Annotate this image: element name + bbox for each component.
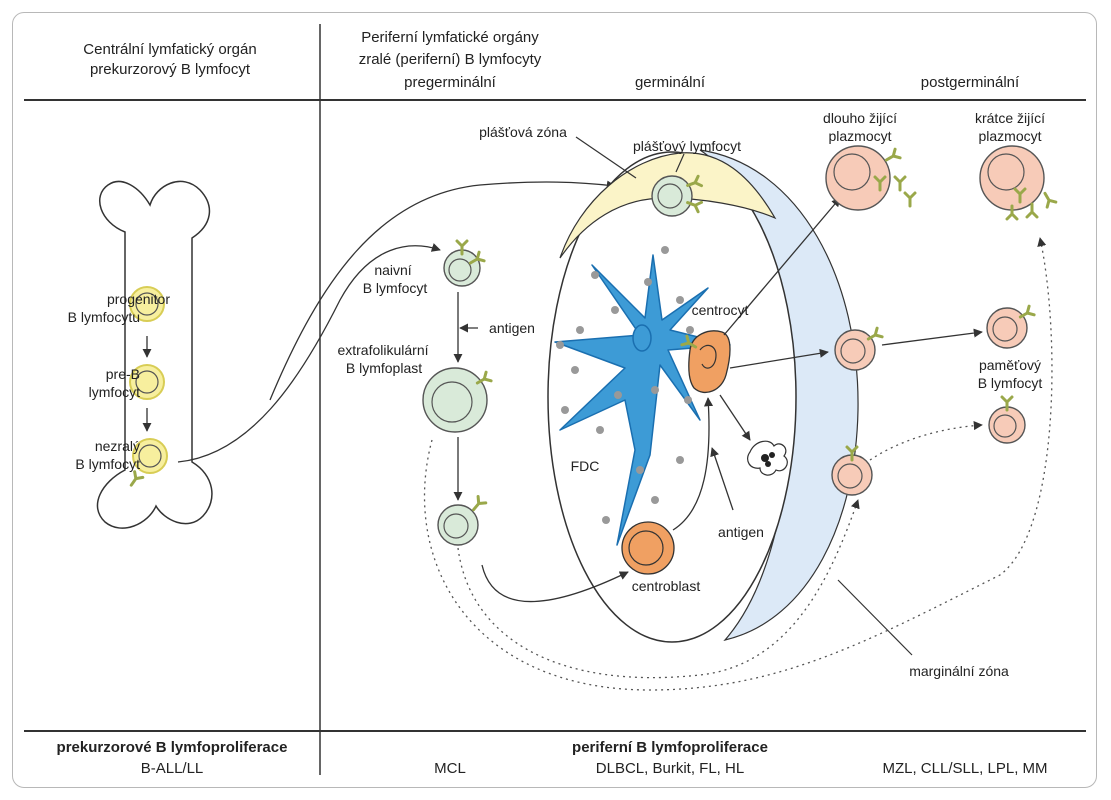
footer-pregerminal-items: MCL: [434, 760, 466, 777]
centrocyte-cell: [680, 330, 731, 393]
label-progenitor-2: B lymfocytu: [67, 309, 140, 325]
header-peripheral-line1: Periferní lymfatické orgány: [361, 29, 539, 46]
lymphoblast-cell-2: [437, 494, 488, 546]
bone-outline: [96, 180, 213, 529]
label-immature: nezralý: [94, 438, 140, 454]
long-lived-plasma-cell: [825, 145, 917, 211]
pre-b-cell: [129, 364, 165, 400]
arrow-centrocyte-marginal: [729, 348, 829, 369]
germinal-center: [547, 151, 797, 643]
memory-b-cell-2: [988, 395, 1026, 444]
arrow-to-mantle-lymphocyte: [269, 180, 616, 401]
arrow-centroblast-to-centrocyte: [672, 397, 714, 531]
label-short-lived: krátce žijící: [974, 110, 1045, 126]
header-pregerminal: pregerminální: [404, 74, 496, 91]
header-peripheral-line2: zralé (periferní) B lymfocyty: [358, 51, 542, 68]
extrafollicular-lymphoblast-cell: [422, 367, 493, 433]
footer-peripheral-title: periferní B lymfoproliferace: [572, 739, 768, 756]
dotted-path-3: [869, 421, 983, 461]
memory-b-cell: [986, 304, 1036, 349]
dotted-path-1: [423, 237, 1053, 691]
arrow-centrocyte-apoptosis: [719, 394, 751, 441]
label-preb-2: lymfocyt: [88, 384, 140, 400]
arrow-antigen-2: [710, 447, 734, 511]
label-centroblast: centroblast: [631, 578, 701, 594]
mantle-lymphocyte-cell: [651, 174, 704, 217]
header-central-line2: prekurzorový B lymfocyt: [89, 61, 251, 78]
centroblast-cell: [621, 521, 675, 575]
arrow-cell-to-centroblast: [481, 564, 629, 603]
label-memory-2: B lymfocyt: [977, 375, 1043, 391]
label-long-lived: dlouho žijící: [823, 110, 897, 126]
pointer-mantle-zone: [575, 136, 637, 179]
immature-b-cell: [125, 438, 168, 490]
label-fdc: FDC: [570, 458, 600, 474]
label-preb: pre-B: [105, 366, 140, 382]
label-marginal-zone: marginální zóna: [909, 663, 1009, 679]
header-central-line1: Centrální lymfatický orgán: [83, 41, 257, 58]
footer-precursor-title: prekurzorové B lymfoproliferace: [56, 739, 288, 756]
arrow-marginal-memory: [881, 328, 983, 346]
header-germinal: germinální: [634, 74, 706, 91]
pointer-marginal-zone: [837, 579, 913, 656]
label-antigen-1: antigen: [489, 320, 535, 336]
pointer-mantle-lymphocyte: [675, 153, 685, 173]
mantle-zone: [559, 152, 777, 259]
label-extrafollicular: extrafolikulární: [337, 342, 429, 358]
arrow-bone-to-naive: [177, 243, 441, 463]
label-naive: naivní: [374, 262, 412, 278]
label-centrocyte: centrocyt: [691, 302, 749, 318]
label-mantle-lymphocyte: plášťový lymfocyt: [633, 138, 741, 154]
apoptotic-cell-icon: [747, 440, 788, 476]
footer-postgerminal-items: MZL, CLL/SLL, LPL, MM: [882, 760, 1048, 777]
label-progenitor: progenitor: [106, 291, 170, 307]
marginal-zone-cell-2: [831, 445, 873, 496]
arrow-centrocyte-plasma: [723, 197, 841, 336]
label-short-lived-2: plazmocyt: [978, 128, 1042, 144]
marginal-zone-cell: [834, 326, 884, 371]
fdc-dendritic-cell: [554, 246, 731, 546]
progenitor-cell: [129, 286, 165, 322]
label-naive-2: B lymfocyt: [362, 280, 428, 296]
label-immature-2: B lymfocyt: [75, 456, 140, 472]
short-lived-plasma-cell: [979, 145, 1058, 221]
footer-precursor-items: B-ALL/LL: [140, 760, 204, 777]
footer-germinal-items: DLBCL, Burkit, FL, HL: [595, 760, 745, 777]
label-antigen-2: antigen: [718, 524, 764, 540]
label-mantle-zone: plášťová zóna: [479, 124, 567, 140]
naive-b-cell: [443, 239, 486, 287]
dotted-path-2: [457, 499, 860, 679]
label-long-lived-2: plazmocyt: [828, 128, 892, 144]
label-memory: paměťový: [978, 357, 1042, 373]
header-postgerminal: postgerminální: [920, 74, 1020, 91]
label-extrafollicular-2: B lymfoplast: [345, 360, 423, 376]
